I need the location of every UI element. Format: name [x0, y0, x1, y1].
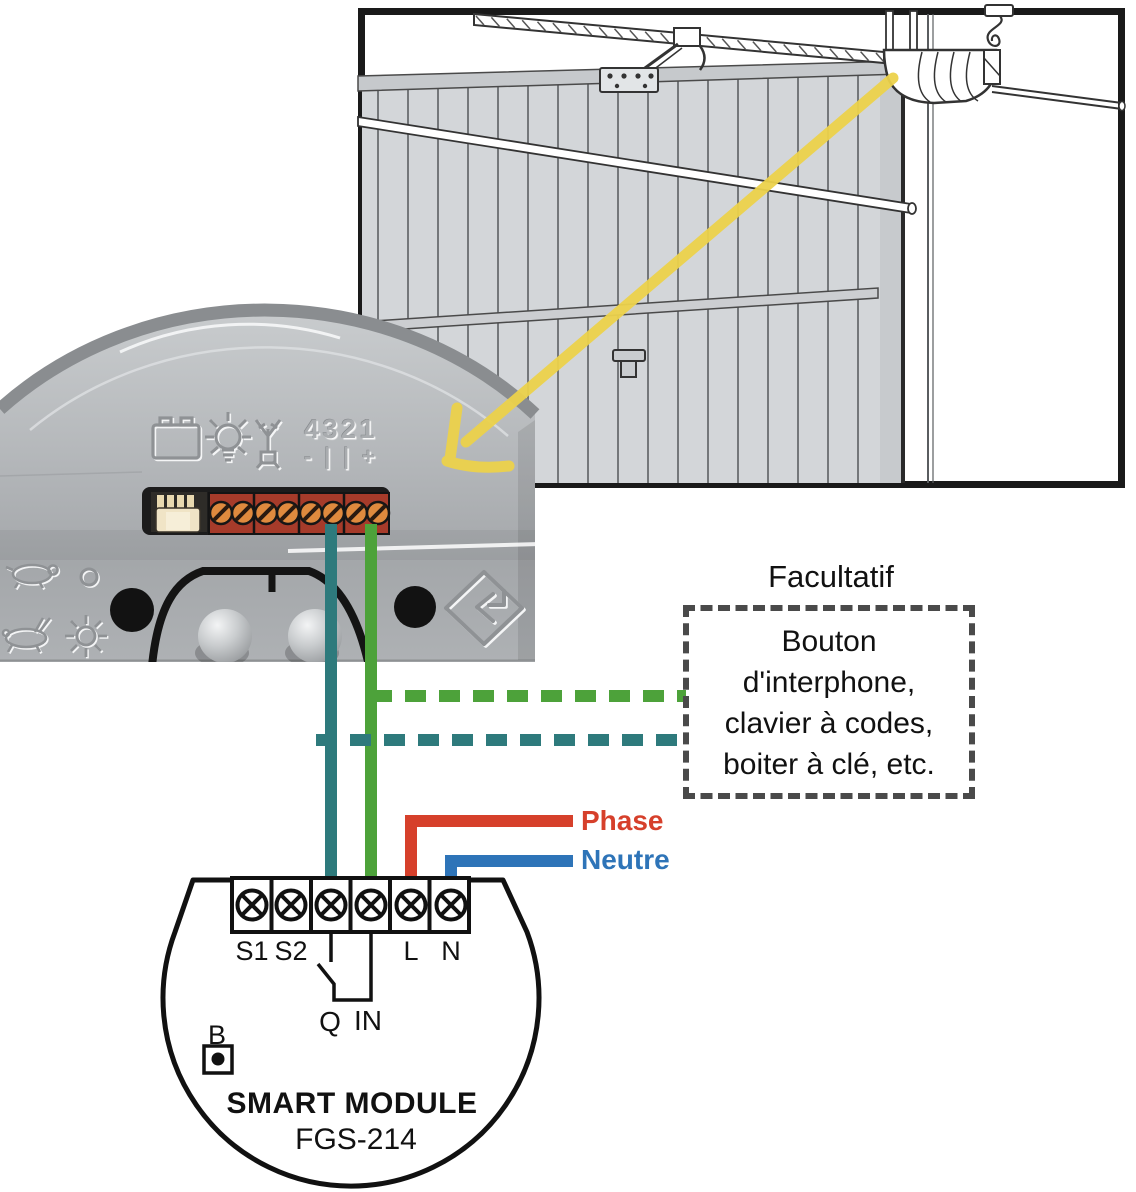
opener-button-left: [195, 609, 252, 662]
terminal-label-n: N: [441, 936, 461, 966]
output-label: Q: [319, 1006, 341, 1037]
neutral-label: Neutre: [581, 844, 670, 875]
dome-rim: [0, 303, 540, 419]
door-handle: [612, 349, 646, 378]
right-wall-rod: [991, 85, 1126, 112]
optional-title: Facultatif: [768, 559, 894, 594]
opener-polarity-marks: - | | +: [303, 443, 379, 469]
optional-line: clavier à codes,: [724, 707, 934, 740]
opener-motor-housing: [882, 10, 1001, 105]
button-arch: [148, 567, 373, 662]
module-model: FGS-214: [295, 1123, 417, 1156]
wire-phase: [405, 815, 573, 882]
mounting-hole-right: [394, 586, 436, 628]
smart-module-terminals: [230, 876, 471, 934]
service-button: [202, 1044, 234, 1075]
smart-module-body: [160, 877, 542, 1189]
service-button-label: B: [207, 1020, 227, 1050]
opener-connector: [155, 495, 201, 533]
terminal-label-l: L: [403, 936, 419, 966]
terminal-label-s2: S2: [274, 936, 308, 966]
pointer-arrow: [441, 72, 899, 473]
terminal-label-s1: S1: [235, 936, 269, 966]
module-name: SMART MODULE: [226, 1087, 478, 1120]
terminal-screws: [208, 500, 391, 526]
terminal-screw-crosses: [241, 894, 462, 916]
mounting-hole-left: [110, 588, 154, 632]
opener-terminal-block: [142, 487, 391, 535]
opener-arm: [599, 27, 706, 93]
optional-line: d'interphone,: [742, 666, 916, 699]
optional-accessories-box: Bouton d'interphone, clavier à codes, bo…: [683, 605, 975, 799]
smart-module-diagram: [160, 876, 542, 1189]
door-opener-unit: [0, 303, 541, 662]
opener-channel-numbers: 4321: [303, 414, 379, 444]
optional-line: Bouton: [781, 625, 877, 658]
relay-switch-symbol: [316, 932, 373, 1002]
torsion-rod: [357, 115, 917, 215]
power-cord: [984, 4, 1014, 47]
optional-line: boiter à clé, etc.: [723, 748, 935, 781]
wire-neutral: [445, 855, 573, 882]
door-edge-strip: [880, 63, 903, 483]
phase-label: Phase: [581, 805, 664, 836]
input-label: IN: [354, 1005, 382, 1036]
opener-dome-body: [0, 310, 535, 662]
